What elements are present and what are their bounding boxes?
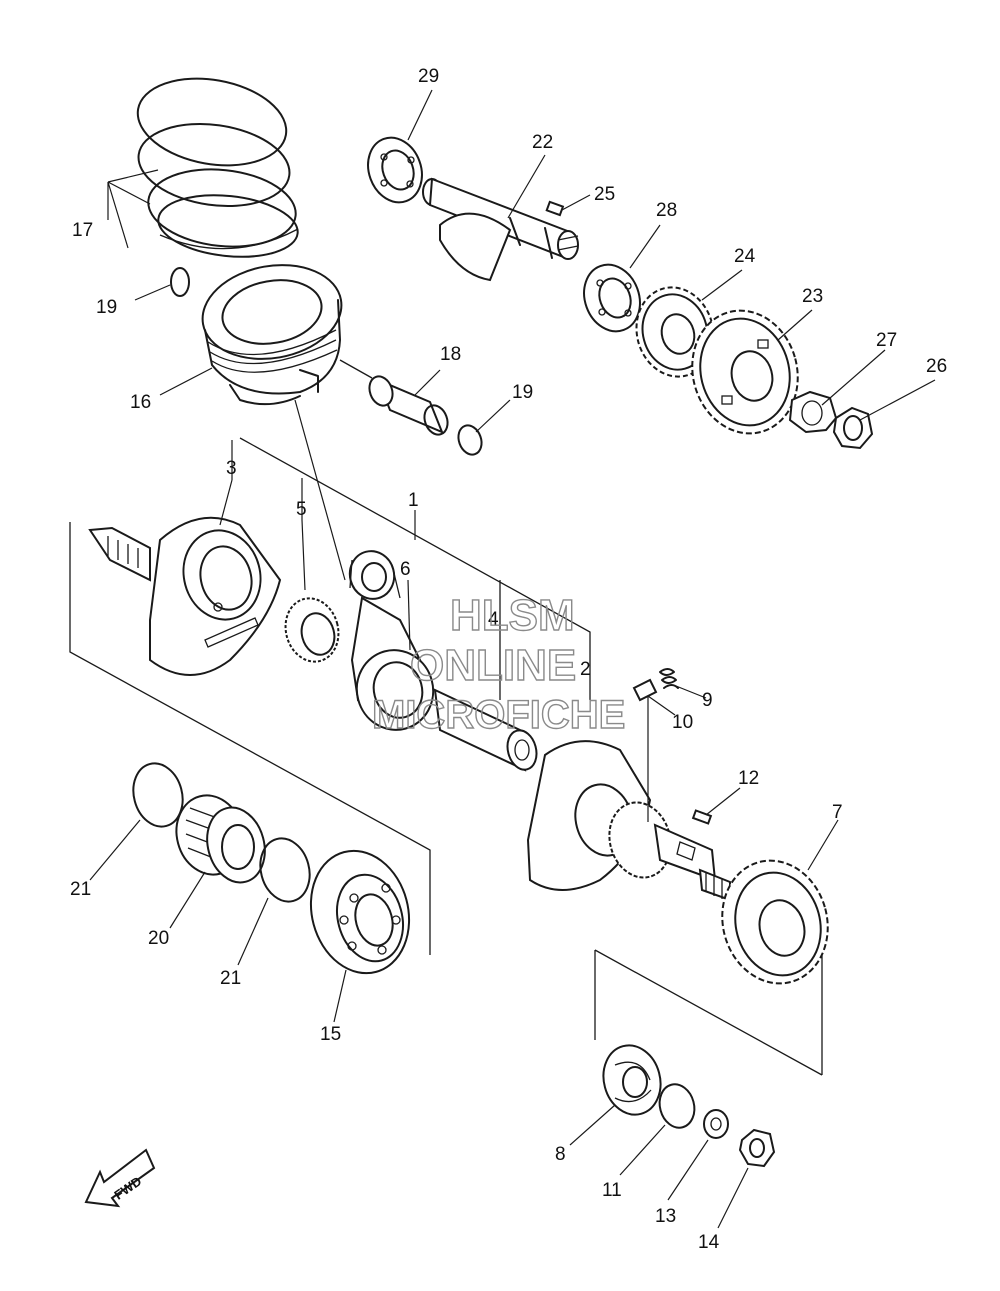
- watermark-line-3: MICROFICHE: [372, 693, 625, 737]
- circlip-21-right: [259, 837, 311, 903]
- callout-9: 9: [702, 690, 713, 711]
- callout-15: 15: [320, 1024, 341, 1045]
- balancer-shaft: [422, 177, 579, 282]
- callout-19-left: 19: [96, 297, 117, 318]
- callout-19-right: 19: [512, 382, 533, 403]
- callout-labels: 29 22 25 28 24 23 27 26 17 19 16 18 19 3…: [70, 66, 947, 1253]
- balancer-bearing-29: [367, 136, 423, 204]
- crank-bearing-15: [309, 849, 411, 975]
- callout-18: 18: [440, 344, 461, 365]
- callout-22: 22: [532, 132, 553, 153]
- primary-drive-gear: [721, 859, 829, 985]
- circlip-11: [658, 1083, 696, 1129]
- callout-29: 29: [418, 66, 439, 87]
- watermark: HLSM ONLINE MICROFICHE: [371, 590, 626, 737]
- callout-24: 24: [734, 246, 756, 267]
- washer-13: [703, 1109, 729, 1139]
- callout-4: 4: [488, 609, 499, 630]
- callout-21-right: 21: [220, 968, 241, 989]
- piston-pin-clip-left: [170, 267, 190, 297]
- callout-27: 27: [876, 330, 897, 351]
- fwd-arrow-icon: FWD: [84, 1148, 156, 1208]
- piston-pin-clip-right: [457, 424, 483, 456]
- callout-6: 6: [400, 559, 411, 580]
- nut-26: [832, 406, 874, 450]
- callout-17: 17: [72, 220, 93, 241]
- balancer-bearing-28: [583, 263, 641, 333]
- callout-20: 20: [148, 928, 169, 949]
- connecting-rod: [348, 550, 435, 731]
- callout-11: 11: [602, 1180, 622, 1201]
- callout-8: 8: [555, 1144, 566, 1165]
- callout-21-left: 21: [70, 879, 91, 900]
- circlip-21-left: [132, 762, 184, 828]
- crank-wheel-left: [88, 516, 282, 676]
- callout-14: 14: [698, 1232, 720, 1253]
- key-12: [691, 809, 713, 825]
- spring-9: [659, 668, 679, 689]
- piston: [201, 264, 343, 406]
- nut-14: [738, 1128, 776, 1168]
- callout-23: 23: [802, 286, 823, 307]
- piston-rings: [136, 77, 299, 258]
- lock-washer-27: [788, 390, 838, 434]
- crank-pin: [433, 688, 538, 772]
- oil-seal-20: [175, 794, 266, 884]
- watermark-line-1: HLSM: [450, 591, 575, 640]
- callout-2: 2: [580, 659, 591, 680]
- woodruff-key-25: [545, 200, 565, 217]
- callout-12: 12: [738, 768, 759, 789]
- balancer-driven-gear-23: [691, 309, 799, 435]
- crank-wheel-right: [526, 740, 731, 902]
- callout-13: 13: [655, 1206, 676, 1227]
- callout-25: 25: [594, 184, 615, 205]
- callout-1: 1: [408, 490, 419, 511]
- callout-3: 3: [226, 458, 237, 479]
- plunger-10: [632, 678, 658, 702]
- piston-pin: [339, 359, 449, 436]
- leader-lines: [89, 89, 936, 1229]
- plate-8: [602, 1044, 662, 1116]
- callout-26: 26: [926, 356, 947, 377]
- callout-16: 16: [130, 392, 151, 413]
- callout-5: 5: [296, 499, 307, 520]
- callout-7: 7: [832, 802, 843, 823]
- callout-28: 28: [656, 200, 677, 221]
- connecting-rod-bearing: [284, 597, 340, 663]
- callout-10: 10: [672, 712, 693, 733]
- watermark-line-2: ONLINE: [410, 641, 576, 690]
